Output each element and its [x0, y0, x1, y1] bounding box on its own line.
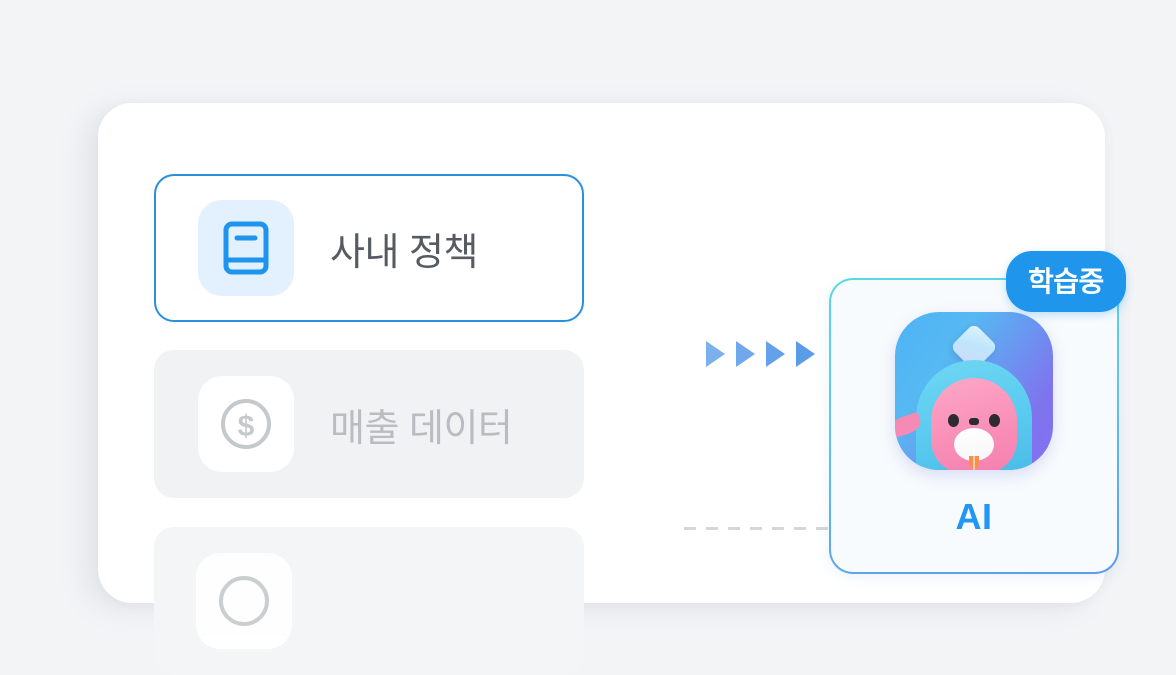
status-badge-learning: 학습중: [1006, 251, 1126, 312]
book-icon-tile: [198, 200, 294, 296]
ai-card-inner: AI: [831, 280, 1117, 572]
mascot-hoodie-string: [973, 448, 975, 470]
dashed-connector: [684, 527, 832, 530]
mascot-eye-left: [948, 414, 959, 427]
partial-icon: [219, 576, 269, 626]
main-panel: 사내 정책 $ 매출 데이터: [98, 103, 1126, 675]
ai-mascot-avatar: [895, 312, 1053, 470]
source-card-internal-policy[interactable]: 사내 정책: [154, 174, 584, 322]
svg-text:$: $: [238, 410, 255, 443]
knowledge-source-list: 사내 정책 $ 매출 데이터: [154, 174, 584, 498]
arrow-connector: [706, 341, 815, 367]
source-card-sales-data[interactable]: $ 매출 데이터: [154, 350, 584, 498]
arrow-triangle-icon: [736, 341, 755, 367]
source-card-label: 사내 정책: [330, 231, 478, 274]
ai-card[interactable]: AI: [829, 278, 1119, 574]
book-icon: [223, 221, 269, 275]
mascot-eye-right: [989, 414, 1000, 427]
mascot-nose: [969, 418, 979, 425]
partial-icon-tile: [196, 553, 292, 649]
arrow-triangle-icon: [796, 341, 815, 367]
dollar-circle-icon: $: [221, 399, 271, 449]
mascot-face: [931, 378, 1017, 470]
arrow-triangle-icon: [706, 341, 725, 367]
source-card-label: 매출 데이터: [330, 407, 513, 450]
arrow-triangle-icon: [766, 341, 785, 367]
dollar-circle-icon-tile: $: [198, 376, 294, 472]
ai-card-label: AI: [955, 496, 993, 537]
source-card-partial[interactable]: [154, 527, 584, 675]
